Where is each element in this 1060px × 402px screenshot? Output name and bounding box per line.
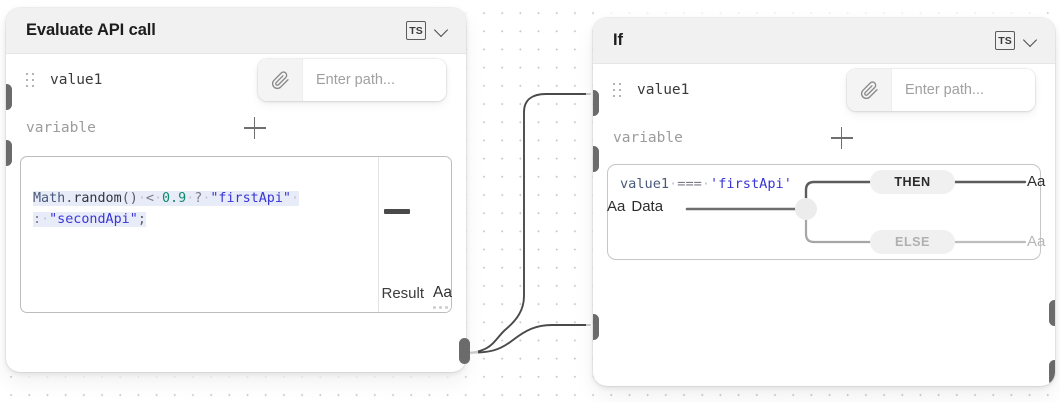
branch-output-then-glyph: Aa <box>1027 173 1046 190</box>
node-header-if[interactable]: If TS <box>593 18 1055 64</box>
wire-result-to-value1 <box>462 93 591 354</box>
paperclip-icon[interactable] <box>258 59 303 101</box>
node-if[interactable]: If TS value1 Enter path... variable <box>593 18 1055 386</box>
condition-editor[interactable]: value1·===·'firstApi' <box>607 164 1041 260</box>
node-body-evaluate: value1 Enter path... variable Math.rando… <box>6 54 466 313</box>
code-minimap-marker <box>384 209 410 214</box>
wire-then-branch <box>804 180 872 211</box>
wire-result-to-data <box>462 324 591 354</box>
branch-area: Aa Data THEN ELSE Aa Aa <box>593 162 1055 260</box>
variable-row-if: variable <box>593 116 1055 160</box>
data-input-label: Data <box>631 198 664 215</box>
result-output-row[interactable]: Result Aa <box>382 273 467 313</box>
branch-pill-else[interactable]: ELSE <box>870 230 955 254</box>
drag-dots-icon[interactable] <box>26 72 36 88</box>
drag-dots-icon[interactable] <box>613 82 623 98</box>
chevron-down-icon[interactable] <box>1024 33 1039 48</box>
port-output-then[interactable] <box>1049 300 1055 326</box>
variable-label: variable <box>613 130 683 146</box>
port-input-data-if[interactable] <box>593 314 599 340</box>
path-field-text[interactable]: Enter path... <box>303 59 446 101</box>
port-input-variable-if[interactable] <box>593 146 599 172</box>
node-evaluate-api-call[interactable]: Evaluate API call TS value1 Enter path..… <box>6 8 466 372</box>
result-label: Result <box>381 284 425 302</box>
path-input-value1[interactable]: Enter path... <box>258 59 446 101</box>
page-title: Evaluate API call <box>26 21 156 39</box>
resize-grip-icon[interactable] <box>433 306 453 311</box>
plus-icon[interactable] <box>830 127 853 149</box>
port-input-value1-if[interactable] <box>593 90 599 116</box>
port-input-variable-left[interactable] <box>6 140 12 166</box>
variable-label: variable <box>26 120 96 136</box>
paperclip-icon[interactable] <box>847 69 892 111</box>
data-type-glyph: Aa <box>607 198 626 215</box>
param-row-value1: value1 Enter path... <box>6 54 466 106</box>
param-name-value1: value1 <box>637 82 690 98</box>
variable-row-evaluate: variable <box>6 106 466 150</box>
result-type-glyph: Aa <box>433 284 452 309</box>
data-input-row[interactable]: Aa Data <box>607 198 663 215</box>
port-output-else[interactable] <box>1049 360 1055 386</box>
port-output-result[interactable] <box>459 338 470 364</box>
code-line-1: Math.random()·<·0.9·?·"firstApi"· <box>33 191 300 206</box>
path-field-text[interactable]: Enter path... <box>892 69 1035 111</box>
node-title-if: If <box>613 31 623 49</box>
result-type-text: Aa <box>433 284 452 301</box>
plus-icon[interactable] <box>243 117 266 139</box>
node-body-if: value1 Enter path... variable value1·===… <box>593 64 1055 260</box>
branch-wires <box>685 180 1027 244</box>
node-header-evaluate[interactable]: Evaluate API call TS <box>6 8 466 54</box>
param-name-value1: value1 <box>50 72 103 88</box>
code-editor-text[interactable]: Math.random()·<·0.9·?·"firstApi"· :·"sec… <box>21 157 451 251</box>
chevron-down-icon[interactable] <box>435 23 450 38</box>
branch-output-else-glyph: Aa <box>1027 233 1046 250</box>
ts-badge-icon[interactable]: TS <box>406 21 426 40</box>
code-line-2: :·"secondApi"; <box>33 212 146 227</box>
branch-pill-then[interactable]: THEN <box>870 170 955 194</box>
path-input-value1[interactable]: Enter path... <box>847 69 1035 111</box>
code-editor[interactable]: Math.random()·<·0.9·?·"firstApi"· :·"sec… <box>20 156 452 313</box>
port-input-value1-left[interactable] <box>6 84 12 110</box>
ts-badge-icon[interactable]: TS <box>995 31 1015 50</box>
wire-else-branch <box>804 207 872 244</box>
branch-junction-dot[interactable] <box>795 198 817 220</box>
code-minimap[interactable] <box>378 157 451 312</box>
param-row-value1-if: value1 Enter path... <box>593 64 1055 116</box>
condition-editor-text[interactable]: value1·===·'firstApi' <box>608 165 1040 194</box>
condition-line: value1·===·'firstApi' <box>620 176 792 192</box>
